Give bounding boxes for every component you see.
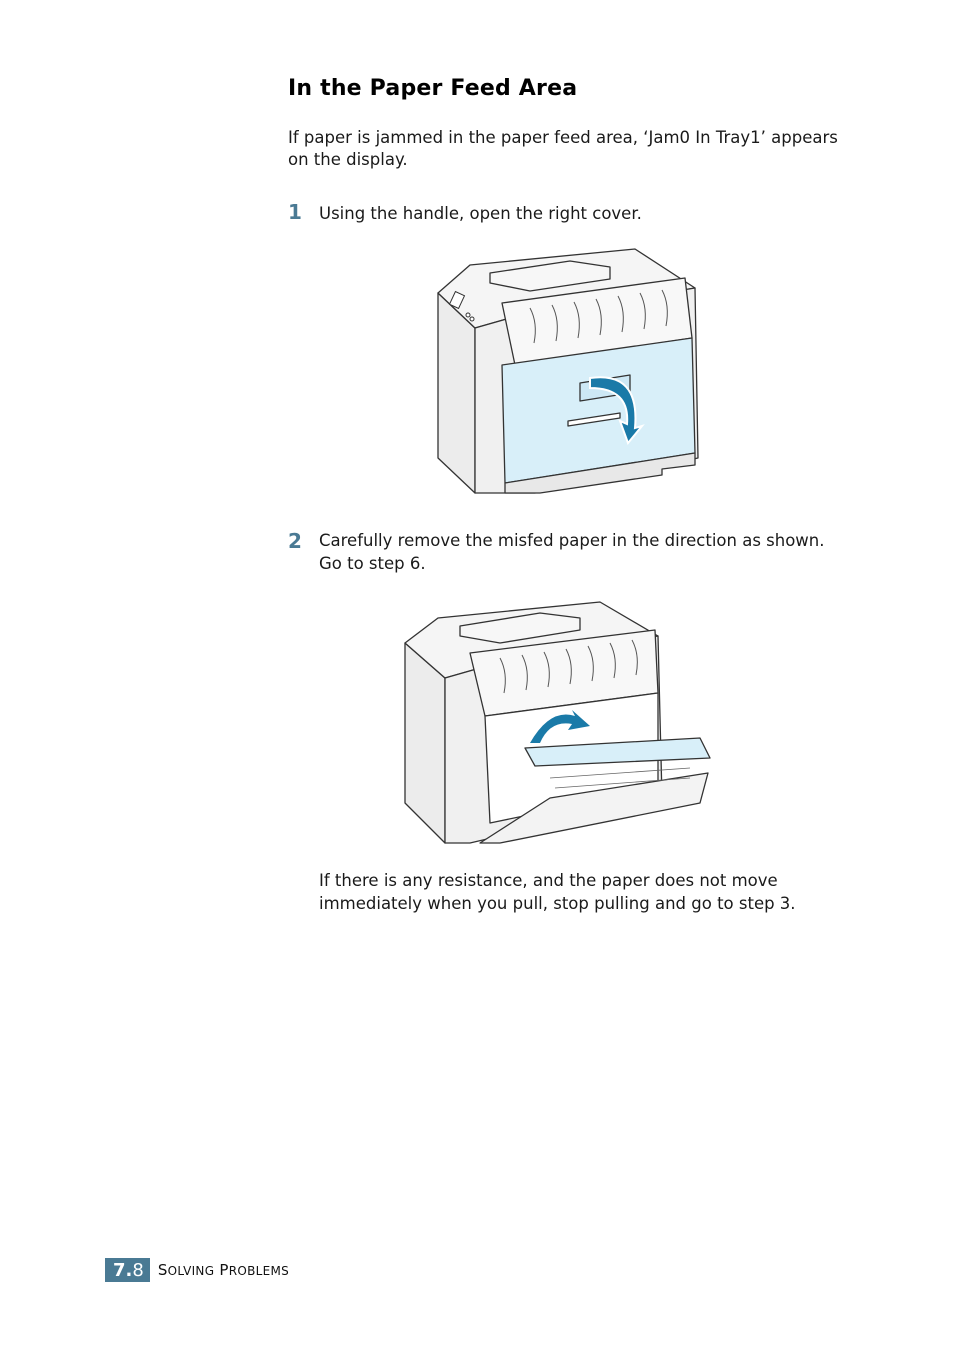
page-footer: 7.8 SOLVING PROBLEMS	[105, 1258, 289, 1282]
chapter-number: 7.	[113, 1259, 133, 1281]
figure-printer-cover-open	[400, 598, 715, 854]
printer-open-illustration	[404, 601, 711, 844]
page-number-badge: 7.8	[105, 1258, 150, 1282]
step-text: Carefully remove the misfed paper in the…	[319, 531, 825, 573]
step-2-note: If there is any resistance, and the pape…	[319, 871, 796, 913]
intro-paragraph: If paper is jammed in the paper feed are…	[288, 128, 838, 169]
chapter-title: SOLVING PROBLEMS	[157, 1261, 290, 1279]
step-text: Using the handle, open the right cover.	[319, 204, 642, 223]
section-heading: In the Paper Feed Area	[288, 76, 578, 101]
curved-arrow-icon	[530, 710, 590, 743]
step-number: 2	[288, 529, 302, 553]
down-arrow-icon	[589, 376, 645, 445]
page-number: 8	[132, 1259, 144, 1281]
figure-printer-cover-closed	[430, 243, 705, 502]
step-number: 1	[288, 200, 302, 224]
printer-illustration	[437, 248, 699, 494]
